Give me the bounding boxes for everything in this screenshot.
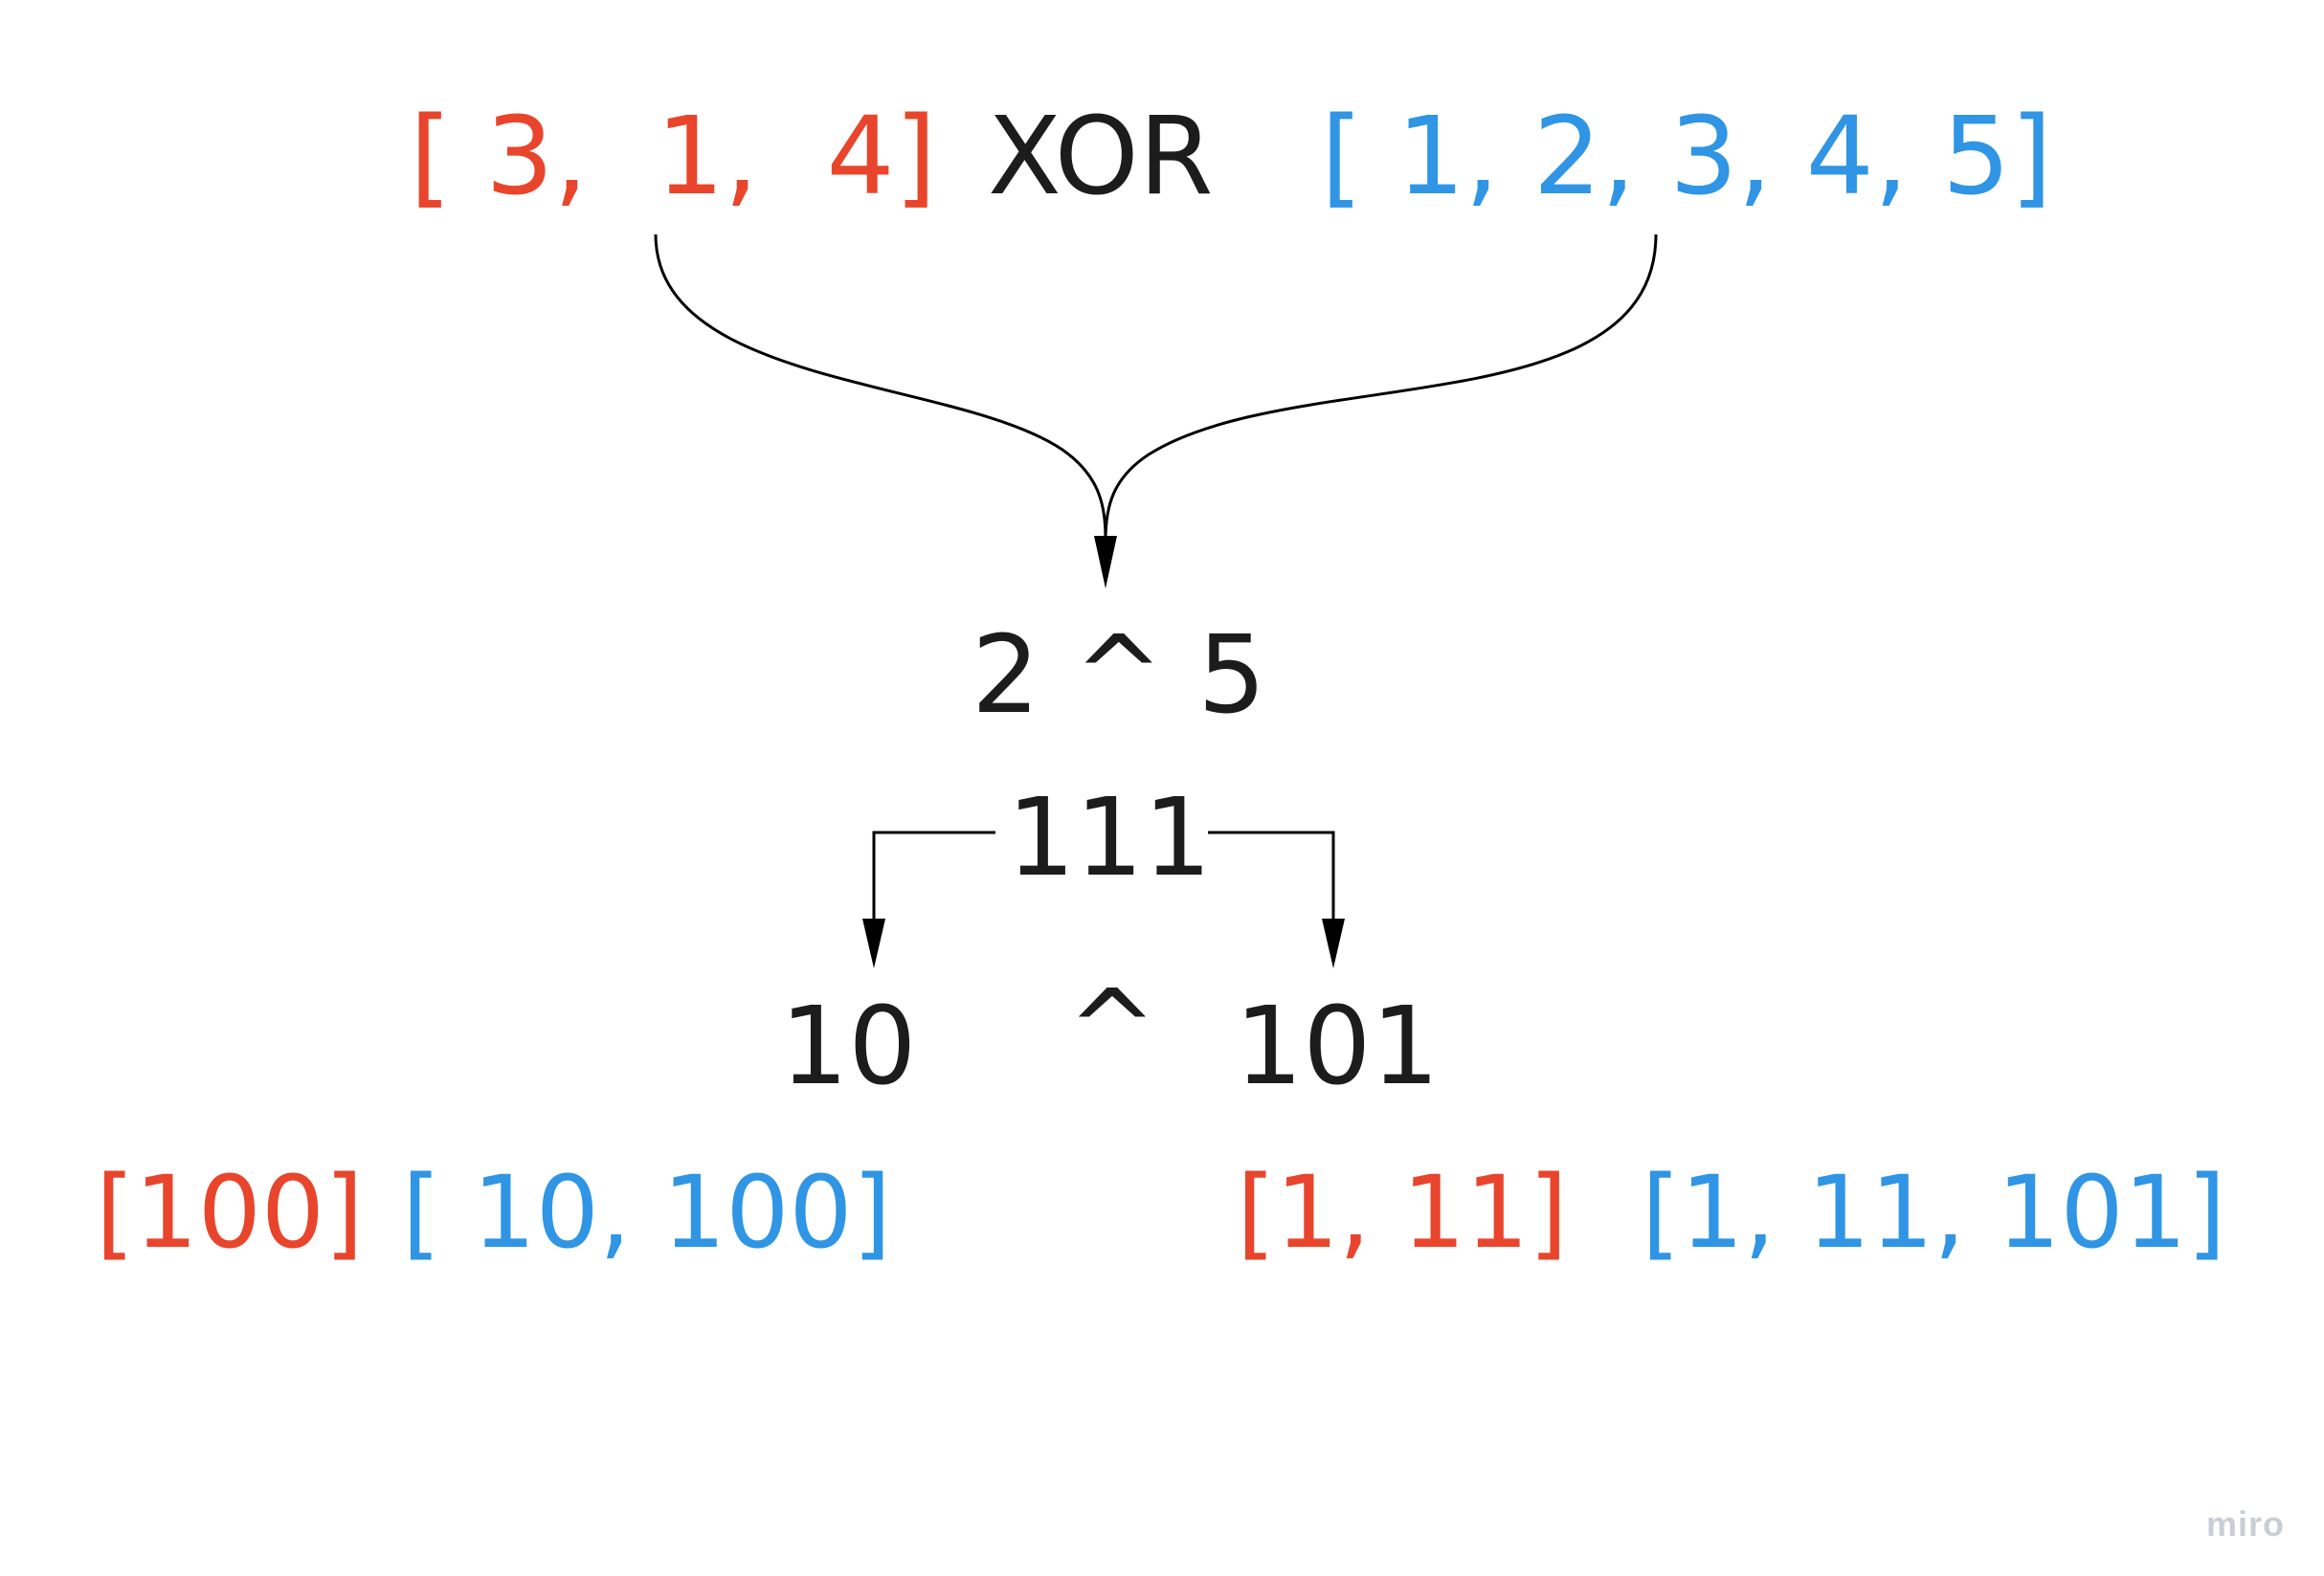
xor-result-binary: 111 bbox=[1007, 776, 1212, 900]
xor-operator-label: XOR bbox=[988, 95, 1214, 219]
elbow-left-arrowhead bbox=[862, 919, 885, 968]
group2-blue-array: [1, 11, 101] bbox=[1642, 1154, 2226, 1271]
curve-from-right-array bbox=[1104, 233, 1658, 542]
elbow-right-line bbox=[1208, 831, 1335, 923]
elbow-left-line bbox=[872, 831, 995, 923]
left-bits: 10 bbox=[780, 985, 917, 1109]
left-array: [ 3, 1, 4] bbox=[410, 95, 937, 219]
right-bits: 101 bbox=[1235, 985, 1440, 1109]
elbow-right-arrowhead bbox=[1322, 919, 1345, 968]
merge-arrowhead bbox=[1094, 536, 1117, 588]
group1-red-array: [100] bbox=[96, 1154, 364, 1271]
split-operator: ^ bbox=[1067, 967, 1157, 1092]
group2-red-array: [1, 11] bbox=[1237, 1154, 1568, 1271]
xor-expression: 2 ^ 5 bbox=[972, 613, 1266, 738]
right-array: [ 1, 2, 3, 4, 5] bbox=[1321, 95, 2053, 219]
curve-from-left-array bbox=[654, 233, 1107, 542]
miro-watermark: miro bbox=[2206, 1504, 2286, 1543]
group1-blue-array: [ 10, 100] bbox=[402, 1154, 892, 1271]
